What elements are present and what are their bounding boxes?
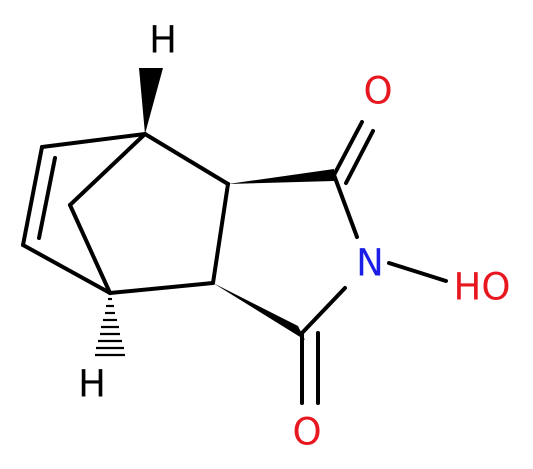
stereo-bond-group	[95, 68, 334, 357]
bond-c2-c3	[211, 182, 230, 285]
bond-bridge-c4	[68, 203, 112, 295]
bond-c1-alkene-top	[40, 132, 147, 149]
bond-n-o	[387, 261, 448, 283]
atom-h-bottom: H	[78, 363, 106, 406]
bond-co-top-a	[332, 120, 364, 177]
atom-labels: H H O O N HO	[78, 19, 510, 454]
atom-h-top: H	[149, 19, 177, 62]
wedge-bond-c3-carbonyl-bottom	[213, 283, 305, 340]
atom-o-top: O	[363, 70, 392, 113]
bond-alkene-inner	[37, 156, 57, 240]
atom-n: N	[356, 242, 384, 285]
bond-c1-bridge	[68, 132, 147, 207]
bond-alkene-outer	[21, 145, 44, 247]
bond-group	[21, 120, 448, 405]
bond-c1-c2	[143, 132, 230, 186]
hashed-wedge-bond-h-bottom	[95, 297, 125, 357]
bond-alkene-bottom-c4	[21, 243, 112, 295]
bond-c4-c3	[108, 281, 215, 295]
atom-o-bottom: O	[292, 411, 321, 454]
bond-n-carbonyl-bottom	[300, 286, 347, 335]
bond-co-top-b	[344, 129, 375, 185]
wedge-bond-h-top	[139, 68, 163, 134]
wedge-bond-c2-carbonyl-top	[228, 169, 334, 184]
bond-carbonyl-top-n	[332, 173, 359, 239]
atom-hydroxyl: HO	[454, 266, 511, 309]
